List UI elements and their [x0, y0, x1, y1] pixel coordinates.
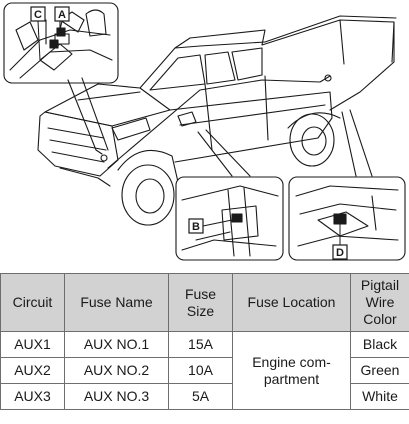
inset-d-leader	[341, 111, 357, 177]
table-row: AUX2 AUX NO.2 10A Green	[0, 357, 409, 384]
cell-fuse-name: AUX NO.2	[64, 357, 169, 384]
callout-a: A	[54, 6, 70, 31]
header-pigtail-wire-color: Pigtail Wire Color	[350, 273, 409, 332]
table-row: AUX3 AUX NO.3 5A White	[0, 383, 409, 410]
cell-fuse-name: AUX NO.1	[64, 331, 169, 358]
callout-b-label: B	[192, 221, 200, 233]
cell-pigtail-wire-color: White	[350, 383, 409, 410]
cell-fuse-size: 5A	[168, 383, 233, 410]
truck-illustration: C A B D	[3, 2, 406, 261]
inset-d-leader-2	[349, 109, 373, 177]
inset-b-leader-2	[205, 129, 251, 177]
cell-fuse-size: 10A	[168, 357, 233, 384]
callout-a-label: A	[58, 9, 66, 21]
inset-b-detail	[175, 176, 284, 261]
callout-c-label: C	[34, 9, 42, 21]
callout-d-label: D	[336, 247, 344, 259]
fuse-table: Circuit Fuse Name Fuse Size Fuse Locatio…	[0, 273, 409, 410]
header-fuse-size: Fuse Size	[168, 273, 233, 332]
cell-circuit: AUX2	[0, 357, 65, 384]
table-row: AUX1 AUX NO.1 15A Engine com- partment B…	[0, 331, 409, 410]
inset-a-leader	[67, 79, 103, 155]
header-circuit: Circuit	[0, 273, 65, 332]
header-fuse-name: Fuse Name	[64, 273, 169, 332]
cell-fuse-name: AUX NO.3	[64, 383, 169, 410]
inset-d-detail	[288, 176, 406, 261]
cell-fuse-size: 15A	[168, 331, 233, 358]
cell-circuit: AUX1	[0, 331, 65, 358]
inset-a-leader-2	[81, 77, 109, 151]
inset-b-leader	[197, 131, 233, 177]
cell-circuit: AUX3	[0, 383, 65, 410]
cell-pigtail-wire-color: Green	[350, 357, 409, 384]
callout-c: C	[30, 6, 46, 61]
cell-fuse-location: Engine com- partment	[232, 331, 351, 410]
pickup-truck-drawing	[37, 15, 397, 226]
header-fuse-location: Fuse Location	[232, 273, 351, 332]
table-header-row: Circuit Fuse Name Fuse Size Fuse Locatio…	[0, 273, 409, 332]
callout-d: D	[332, 224, 348, 260]
cell-pigtail-wire-color: Black	[350, 331, 409, 358]
callout-b: B	[188, 218, 233, 234]
inset-engine-bay	[3, 2, 119, 84]
